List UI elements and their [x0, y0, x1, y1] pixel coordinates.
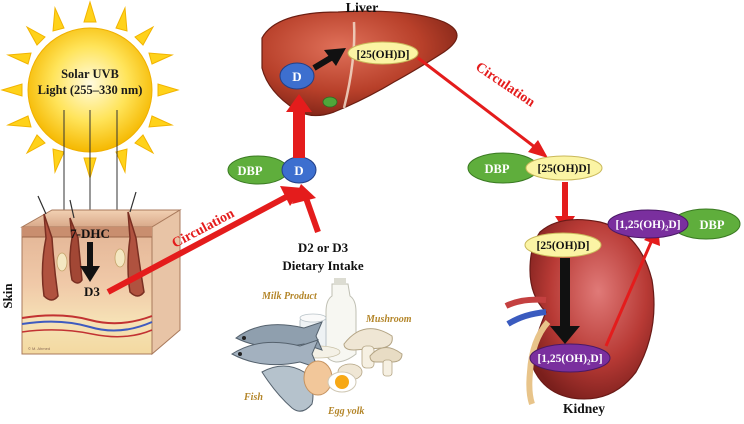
sun-label-line1: Solar UVB [61, 67, 119, 81]
fish-illustration [231, 321, 323, 412]
right-25ohd-node [525, 155, 603, 181]
sun-label-line2: Light (255–330 nm) [38, 83, 143, 97]
liver: Liver D [25(OH)D] [261, 1, 458, 117]
kidney-125oh2d-label: [1,25(OH)₂D] [537, 353, 602, 365]
dietary-label-line1: D2 or D3 [298, 240, 349, 255]
kidney-25ohd-node [524, 232, 602, 258]
circulation-label-right: Circulation [472, 60, 537, 111]
circulation-arrow-liver-to-right [417, 56, 548, 158]
liver-25ohd-node [347, 41, 419, 65]
blood-dbp-d-complex: DBP D [227, 155, 317, 185]
circulating-dbp-25ohd-complex: DBP [25(OH)D] [467, 152, 603, 184]
egg-yolk-illustration [303, 360, 357, 396]
mushroom-illustration [337, 328, 403, 381]
right-25ohd-label: [25(OH)D] [537, 163, 590, 175]
food-label-mushroom: Mushroom [365, 314, 412, 325]
dietary-intake: D2 or D3 Dietary Intake Milk Product Mus… [231, 240, 412, 417]
active-125oh2d-label: [1,25(OH)₂D] [615, 219, 680, 231]
food-label-egg: Egg yolk [327, 406, 364, 417]
liver-d-node [279, 62, 315, 90]
active-125oh2d-dbp-complex: DBP [1,25(OH)₂D] [607, 208, 741, 240]
active-125oh2d-node [607, 209, 689, 239]
renal-vessels [504, 296, 551, 405]
blood-dbp-label: DBP [238, 164, 263, 178]
food-label-fish: Fish [243, 392, 263, 403]
skin-watermark: © M. Ahmed [28, 346, 50, 351]
kidney-125oh2d-node [529, 343, 611, 373]
skin-precursor-7-dhc: 7-DHC [70, 226, 110, 241]
gallbladder [322, 96, 338, 108]
liver-d-label: D [292, 69, 301, 84]
arrow-blood-to-liver [286, 94, 312, 158]
kidney-title: Kidney [563, 401, 605, 416]
kidney-25ohd-label: [25(OH)D] [536, 240, 589, 252]
dietary-label-line2: Dietary Intake [282, 258, 363, 273]
active-dbp-label: DBP [700, 218, 725, 232]
kidney-conversion-arrow [550, 258, 580, 344]
food-label-milk: Milk Product [261, 291, 318, 302]
liver-title: Liver [346, 1, 379, 16]
blood-d-label: D [294, 163, 303, 178]
liver-conversion-arrow [312, 48, 346, 71]
arrow-dietary-to-blood [292, 184, 321, 233]
skin-product-d3: D3 [84, 284, 100, 299]
liver-25ohd-label: [25(OH)D] [356, 49, 409, 61]
skin-cross-section: © M. Ahmed 7-DHC D3 Skin [0, 191, 182, 356]
circulation-arrow-skin-to-blood [106, 186, 303, 295]
uvb-ray-arrows [60, 110, 121, 224]
kidney: Kidney [25(OH)D] [1,25(OH)₂D] [504, 218, 655, 416]
skin-side-label: Skin [0, 283, 15, 309]
sun-rays [0, 0, 180, 180]
skin-conversion-arrow [80, 242, 100, 282]
right-dbp-label: DBP [485, 162, 510, 176]
sun: Solar UVB Light (255–330 nm) [0, 0, 180, 180]
